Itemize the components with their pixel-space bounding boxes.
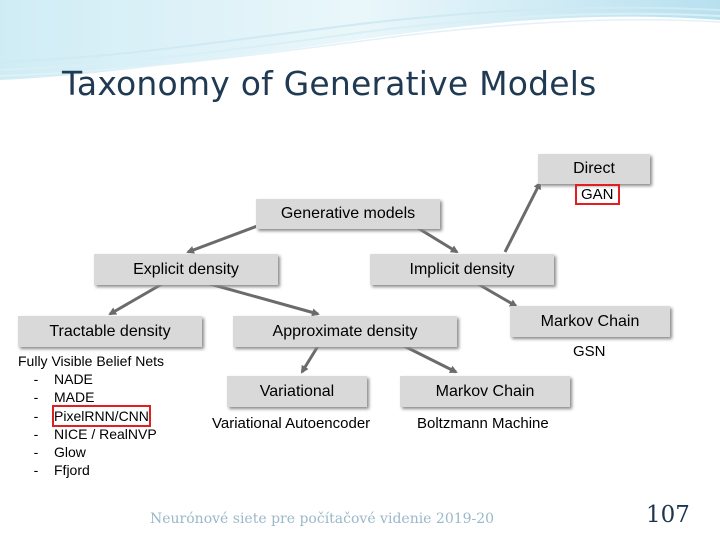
- arrow-to-markov-chain-approx: [403, 344, 458, 374]
- node-markov-chain-implicit: Markov Chain: [510, 306, 670, 337]
- node-boltzmann: Boltzmann Machine: [417, 415, 549, 432]
- decorative-wave-banner: [0, 0, 720, 80]
- node-approximate-density: Approximate density: [233, 316, 457, 347]
- list-item: -NADE: [33, 371, 93, 388]
- page-number: 107: [646, 502, 690, 528]
- node-tractable-density: Tractable density: [18, 316, 202, 347]
- list-item: -PixelRNN/CNN: [33, 404, 151, 427]
- list-item: -NICE / RealNVP: [33, 425, 157, 442]
- node-implicit-density: Implicit density: [370, 254, 554, 285]
- list-item: -MADE: [33, 389, 95, 406]
- page-title: Taxonomy of Generative Models: [62, 64, 597, 103]
- arrow-to-approximate: [209, 282, 320, 317]
- footer-text: Neurónové siete pre počítačové videnie 2…: [150, 511, 495, 527]
- node-vae: Variational Autoencoder: [212, 415, 371, 432]
- node-direct: Direct: [538, 154, 650, 184]
- arrow-to-tractable: [108, 282, 163, 316]
- tractable-model-list: Fully Visible Belief Nets -NADE -MADE -P…: [18, 352, 164, 479]
- node-markov-chain-approx: Markov Chain: [400, 376, 570, 407]
- node-gan: GAN: [575, 184, 620, 205]
- node-explicit-density: Explicit density: [94, 254, 278, 285]
- arrow-to-direct: [503, 181, 542, 253]
- highlighted-item: PixelRNN/CNN: [52, 404, 151, 427]
- list-item: -Glow: [33, 444, 86, 461]
- arrow-to-explicit: [186, 220, 269, 254]
- arrow-to-variational: [300, 345, 320, 374]
- arrow-to-markov-chain-implicit: [477, 282, 518, 308]
- node-generative-models: Generative models: [256, 199, 440, 229]
- list-header: Fully Visible Belief Nets: [18, 353, 165, 369]
- node-gsn: GSN: [573, 343, 606, 360]
- node-variational: Variational: [227, 376, 367, 407]
- list-item: -Ffjord: [33, 462, 90, 479]
